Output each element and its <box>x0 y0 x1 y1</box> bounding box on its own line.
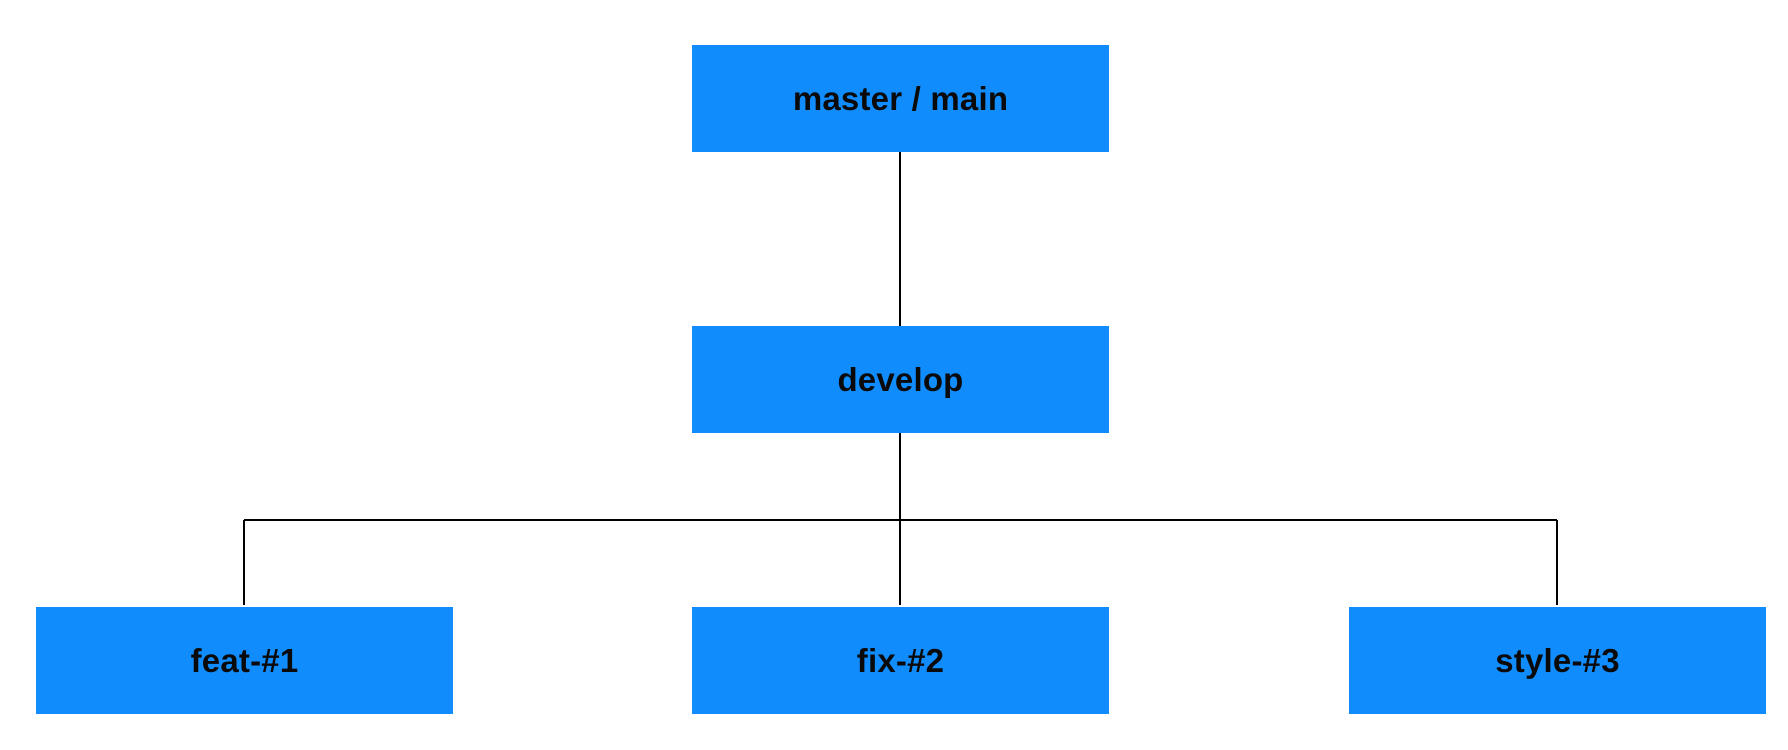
node-style-3: style-#3 <box>1349 607 1766 714</box>
node-label: master / main <box>792 79 1009 117</box>
node-label: style-#3 <box>1495 641 1620 679</box>
node-feat-1: feat-#1 <box>36 607 453 714</box>
node-label: develop <box>837 360 964 398</box>
node-label: feat-#1 <box>190 641 299 679</box>
node-develop: develop <box>692 326 1109 433</box>
node-label: fix-#2 <box>856 641 945 679</box>
node-fix-2: fix-#2 <box>692 607 1109 714</box>
node-master-main: master / main <box>692 45 1109 152</box>
